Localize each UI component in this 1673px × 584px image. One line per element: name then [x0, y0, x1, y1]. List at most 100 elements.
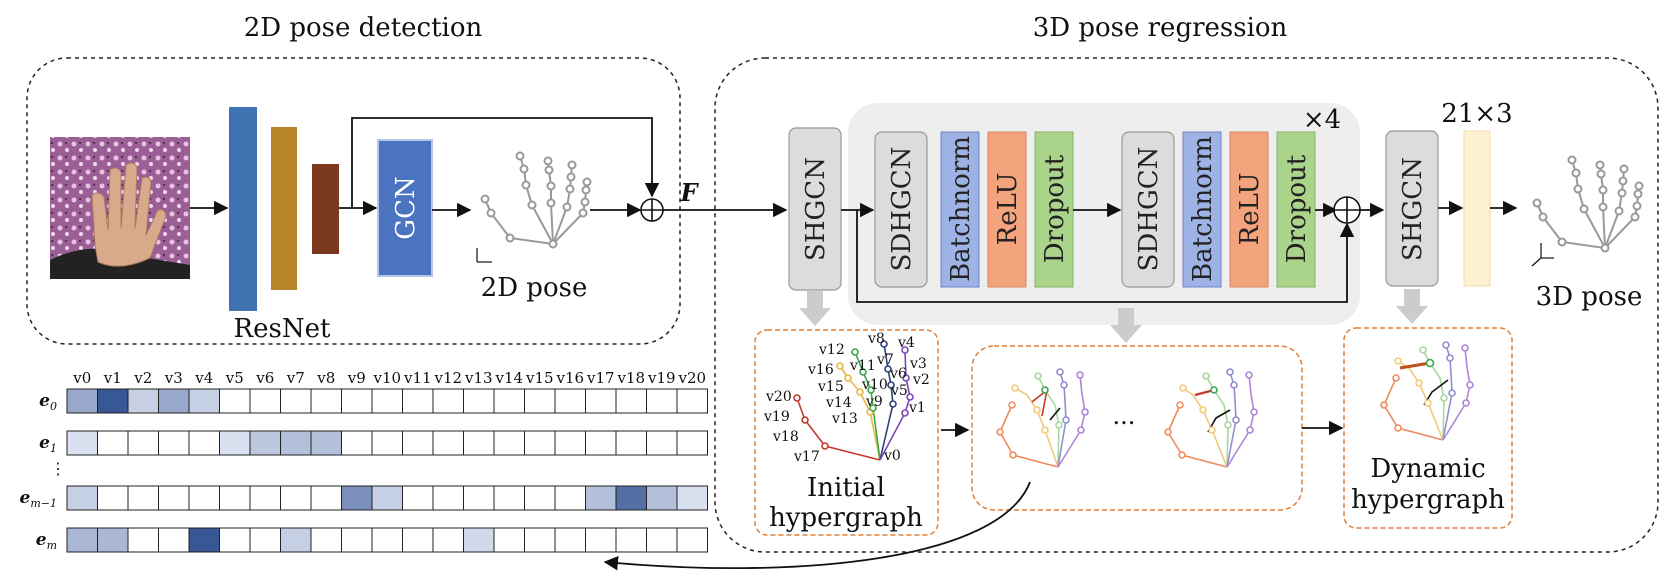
- detection-title: 2D pose detection: [244, 13, 483, 43]
- gcn-label: GCN: [391, 176, 421, 239]
- resnet-block-1: [229, 107, 257, 311]
- matrix-cell: [127, 527, 159, 553]
- matrix-cell: [554, 388, 586, 414]
- repeat-label: ×4: [1303, 105, 1341, 135]
- matrix-cell: [493, 485, 525, 511]
- matrix-cell: [158, 485, 190, 511]
- matrix-cell: [615, 485, 647, 511]
- matrix-cell: [615, 388, 647, 414]
- matrix-cell: [646, 485, 678, 511]
- sdhgcn-label-2: SDHGCN: [1134, 147, 1164, 272]
- matrix-column-header: v2: [133, 369, 152, 387]
- batchnorm-label-1: Batchnorm: [946, 136, 976, 282]
- batchnorm-block-2: [1182, 131, 1222, 288]
- matrix-cell: [188, 388, 220, 414]
- matrix-cell: [158, 527, 190, 553]
- matrix-cell: [219, 527, 251, 553]
- gcn-block: [377, 139, 433, 277]
- vertex-label-v7: v7: [876, 352, 894, 368]
- matrix-column-header: v4: [194, 369, 213, 387]
- relu-label-2: ReLU: [1235, 173, 1265, 246]
- matrix-cell: [402, 485, 434, 511]
- matrix-cell: [66, 527, 98, 553]
- matrix-cell: [188, 430, 220, 456]
- vertex-label-v10: v10: [861, 377, 888, 393]
- vertex-label-v14: v14: [825, 395, 852, 411]
- vertex-label-v5: v5: [890, 383, 908, 399]
- matrix-cell: [341, 485, 373, 511]
- detection-panel: [26, 57, 681, 345]
- matrix-cell: [97, 485, 129, 511]
- matrix-column-header: v11: [403, 369, 432, 387]
- matrix-column-header: v5: [225, 369, 244, 387]
- dynamic-hypergraph-skeleton: [1380, 341, 1474, 441]
- matrix-cell: [463, 430, 495, 456]
- matrix-vdots: ⋮: [50, 459, 66, 478]
- ellipsis: ...: [1113, 402, 1136, 430]
- sdhgcn-block-1: [874, 131, 928, 288]
- matrix-cell: [463, 388, 495, 414]
- input-hand-image: [50, 137, 190, 279]
- matrix-cell: [402, 430, 434, 456]
- matrix-row-label: e0: [39, 391, 57, 413]
- matrix-cell: [493, 527, 525, 553]
- resnet-block-2: [271, 127, 297, 290]
- matrix-cell: [280, 388, 312, 414]
- pose2d-skeleton: [480, 151, 592, 249]
- matrix-cell: [219, 430, 251, 456]
- matrix-cell: [432, 388, 464, 414]
- matrix-column-header: v14: [494, 369, 523, 387]
- batchnorm-label-2: Batchnorm: [1188, 136, 1218, 282]
- matrix-cell: [493, 430, 525, 456]
- matrix-cell: [249, 430, 281, 456]
- matrix-cell: [219, 485, 251, 511]
- initial-hypergraph-vertex-labels: v0 v1 v2 v3 v4 v5 v6 v7 v8 v9 v10 v11 v1…: [763, 331, 930, 465]
- matrix-cell: [463, 485, 495, 511]
- evolving-hypergraph-b: [1164, 368, 1258, 468]
- feature-label: F: [679, 178, 699, 207]
- matrix-column-header: v6: [255, 369, 274, 387]
- matrix-cell: [249, 527, 281, 553]
- matrix-column-header: v9: [347, 369, 366, 387]
- matrix-cell: [249, 388, 281, 414]
- matrix-cell: [402, 388, 434, 414]
- matrix-cell: [280, 485, 312, 511]
- matrix-cell: [585, 430, 617, 456]
- matrix-cell: [585, 485, 617, 511]
- matrix-cell: [493, 388, 525, 414]
- sdhgcn-block-2: [1121, 131, 1175, 288]
- matrix-cell: [554, 485, 586, 511]
- matrix-cell: [676, 527, 708, 553]
- dropout-block-1: [1034, 131, 1074, 288]
- matrix-cell: [554, 527, 586, 553]
- initial-hypergraph-label-2: hypergraph: [769, 503, 923, 533]
- regression-title: 3D pose regression: [1033, 13, 1288, 43]
- vertex-label-v8: v8: [867, 331, 885, 347]
- dynamic-hypergraph-box: [1343, 327, 1513, 529]
- matrix-cell: [97, 527, 129, 553]
- matrix-cell: [127, 430, 159, 456]
- matrix-cell: [280, 527, 312, 553]
- vertex-label-v16: v16: [807, 362, 834, 378]
- matrix-cell: [188, 527, 220, 553]
- axes-2d-icon: [476, 248, 492, 263]
- matrix-column-header: v3: [164, 369, 183, 387]
- matrix-cell: [66, 388, 98, 414]
- vertex-label-v12: v12: [818, 342, 845, 358]
- matrix-cell: [646, 527, 678, 553]
- matrix-cell: [249, 485, 281, 511]
- output-vector: [1463, 130, 1491, 287]
- matrix-cell: [524, 485, 556, 511]
- matrix-cell: [585, 527, 617, 553]
- matrix-cell: [585, 388, 617, 414]
- matrix-cell: [371, 527, 403, 553]
- matrix-cell: [341, 388, 373, 414]
- vertex-label-v2: v2: [912, 372, 930, 388]
- matrix-cell: [341, 527, 373, 553]
- matrix-column-header: v15: [525, 369, 554, 387]
- matrix-column-header: v8: [316, 369, 335, 387]
- pose2d-label: 2D pose: [481, 273, 588, 303]
- matrix-cell: [66, 485, 98, 511]
- matrix-column-header: v18: [616, 369, 645, 387]
